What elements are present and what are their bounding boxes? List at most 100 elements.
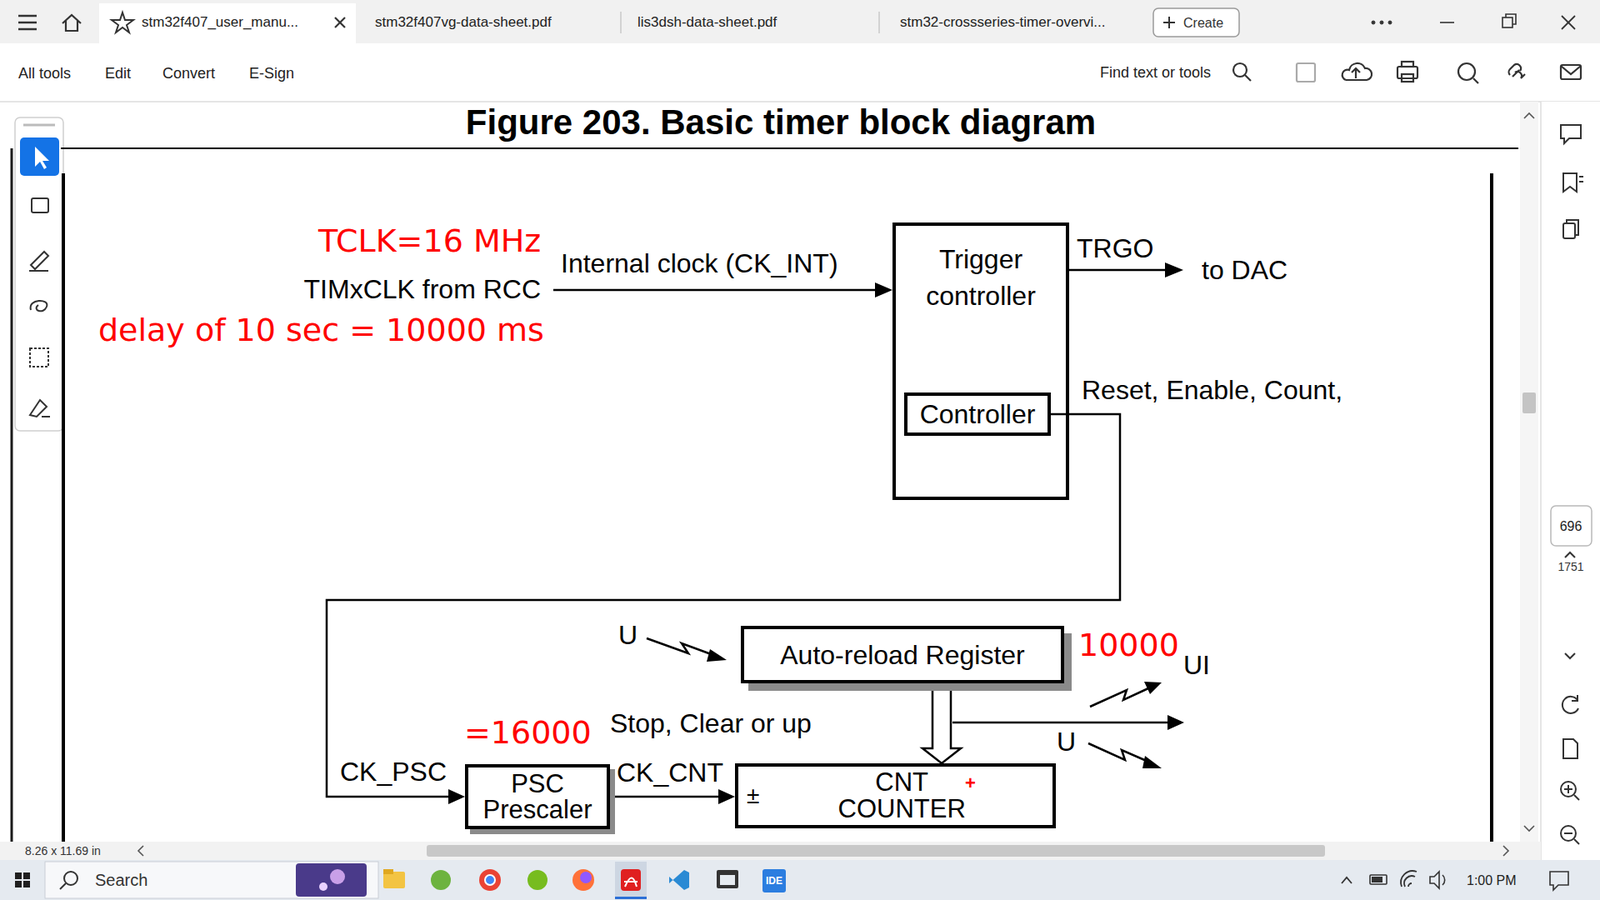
scrollbar — [1522, 392, 1536, 414]
scrollbar — [1520, 101, 1539, 842]
right-sidebar — [1540, 101, 1600, 860]
annotation: 10000 — [1078, 625, 1180, 665]
taskbar — [1400, 870, 1417, 887]
interrupt-arrow — [1090, 688, 1149, 707]
menu-item: Edit — [105, 64, 131, 83]
taskbar — [295, 863, 367, 897]
taskbar — [485, 875, 495, 885]
create-button — [1153, 8, 1240, 37]
auto-reload-register-box: Auto-reload Register — [740, 625, 1065, 684]
document-page — [60, 147, 1519, 150]
window-controls — [1505, 14, 1516, 25]
taskbar — [60, 883, 66, 890]
scrollbar — [1524, 113, 1535, 119]
tools-panel — [20, 137, 60, 176]
edge-label: CK_CNT — [616, 756, 724, 789]
toolbar-icons — [1342, 63, 1372, 80]
search-hint: Find text or tools — [1100, 63, 1211, 82]
annotation: TCLK=16 MHz — [318, 221, 541, 260]
status-bar — [0, 841, 1541, 860]
update-wire — [952, 721, 1170, 725]
taskbar — [1371, 876, 1383, 883]
menu-icon — [18, 15, 37, 30]
taskbar — [620, 869, 641, 891]
annotation: =16000 — [464, 713, 592, 752]
tools-panel — [29, 251, 49, 271]
interrupt-arrow — [1144, 681, 1162, 695]
box-label: CNT COUNTER — [826, 769, 977, 823]
signal-name: TIMxCLK from RCC — [304, 273, 541, 305]
signal-name: U — [1056, 725, 1076, 758]
taskbar — [15, 880, 22, 888]
taskbar — [669, 870, 690, 890]
taskbar — [0, 860, 1600, 900]
signal-name: Internal clock (CK_INT) — [560, 247, 839, 280]
trgo-wire — [1069, 262, 1184, 278]
right-sidebar — [1566, 220, 1579, 235]
tab-close-icon — [335, 17, 345, 28]
clock-wire — [553, 282, 893, 298]
toolbar-icons — [1397, 66, 1418, 79]
taskbar — [615, 861, 647, 899]
right-sidebar — [1550, 505, 1592, 546]
window-controls — [1388, 20, 1392, 25]
tools-panel — [31, 198, 49, 213]
star-icon — [111, 12, 134, 33]
toolbar-icons — [1245, 75, 1251, 81]
taskbar — [624, 878, 638, 888]
status-bar — [0, 841, 1541, 860]
home-icon — [62, 15, 81, 31]
tab-close-icon — [335, 17, 345, 28]
page-size: 8.26 x 11.69 in — [25, 844, 101, 859]
window-controls — [1371, 14, 1575, 30]
controller-box: Controller — [904, 392, 1051, 436]
tab-bar — [0, 0, 1600, 44]
tab-title: stm32-crossseries-timer-overvi... — [900, 14, 1106, 31]
app-icon-label: IDE — [765, 875, 783, 887]
box-label: PSC Prescaler — [475, 770, 600, 823]
tab-title: stm32f407vg-data-sheet.pdf — [375, 14, 552, 31]
prescaler-box: PSC Prescaler — [465, 764, 610, 830]
toolbar-icons — [1473, 78, 1479, 84]
event-arrow — [1088, 743, 1149, 762]
menu-icon — [18, 15, 37, 18]
event-arrow — [646, 638, 714, 655]
trgo-wire — [1069, 269, 1167, 272]
signal-name: CK_PSC — [340, 755, 447, 788]
toolbar-icons — [1560, 65, 1581, 75]
box-label: Auto-reload Register — [780, 639, 1025, 671]
taskbar — [1341, 877, 1352, 884]
menu-icon — [18, 28, 37, 31]
signal-name: TRGO — [1076, 232, 1154, 265]
tools-panel — [35, 146, 50, 170]
document-page — [1490, 173, 1494, 842]
taskbar — [23, 872, 30, 880]
signal-name: to DAC — [1201, 254, 1288, 286]
scrollbar — [1524, 825, 1535, 831]
right-sidebar — [1564, 832, 1573, 835]
clock: 1:00 PM — [1466, 872, 1517, 889]
toolbar-icons — [1233, 63, 1247, 77]
taskbar — [15, 872, 30, 888]
taskbar — [615, 896, 647, 900]
taskbar — [527, 870, 548, 890]
counter-box: ±CNT COUNTER — [735, 763, 1056, 829]
annotation: delay of 10 sec = 10000 ms — [98, 310, 545, 350]
connector — [922, 683, 961, 764]
clock-wire — [875, 282, 893, 298]
window-controls — [1502, 17, 1513, 28]
taskbar — [23, 880, 30, 888]
taskbar — [1370, 875, 1387, 885]
tools-panel — [23, 124, 55, 127]
interrupt-arrow — [1090, 681, 1162, 707]
trigger-controller-box: Trigger controllerController — [892, 222, 1070, 500]
toolbar-icons — [1401, 74, 1414, 82]
signal-name: U — [618, 619, 638, 651]
tools-panel — [11, 117, 64, 842]
window-controls — [1561, 15, 1575, 30]
toolbar-icons — [1560, 65, 1581, 80]
create-button — [1168, 16, 1170, 29]
create-button — [1153, 8, 1240, 37]
figure-title: Figure 203. Basic timer block diagram — [0, 101, 1562, 144]
